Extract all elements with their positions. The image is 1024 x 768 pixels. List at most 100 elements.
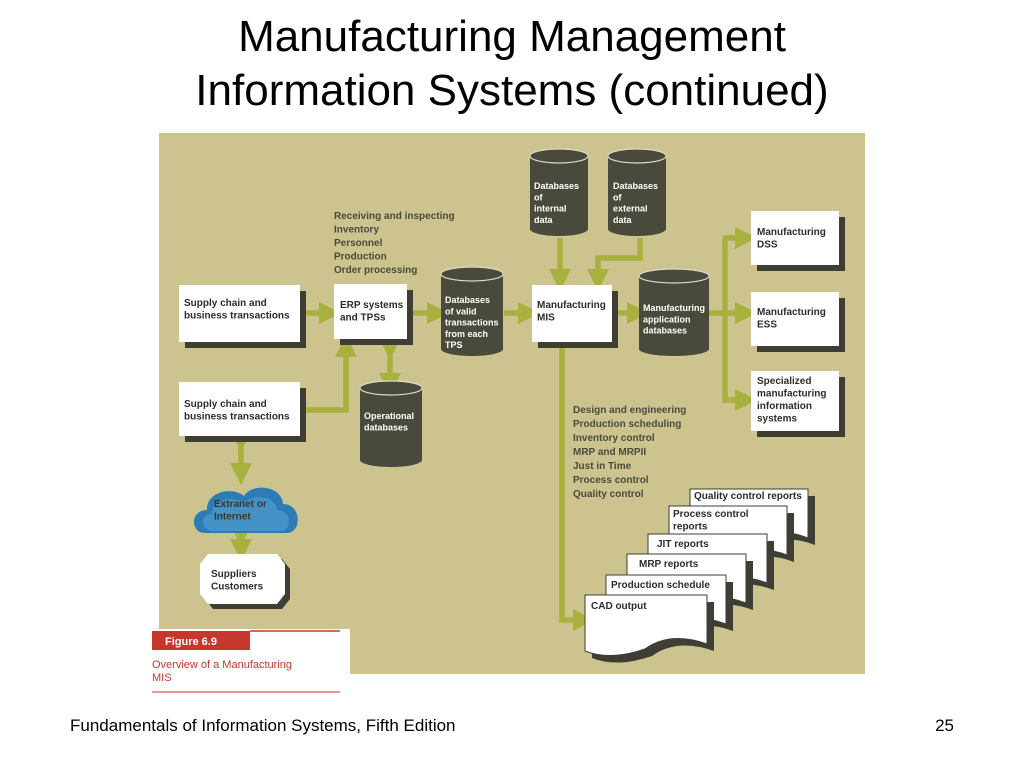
db-internal-data-label-line: Databases — [534, 181, 579, 191]
db-valid-transactions-label-line: of valid — [445, 306, 477, 316]
db-external-data-label-line: external — [613, 204, 648, 214]
cloud-label-line: Extranet or — [214, 499, 267, 510]
box-erp-systems-label-line: and TPSs — [340, 313, 386, 324]
box-supply-chain-1-label: Supply chain and business transactions — [184, 298, 290, 322]
mis-functions-list-line: Quality control — [573, 489, 644, 500]
box-supply-chain-1: Supply chain and business transactions — [179, 285, 306, 348]
flow-arrows — [230, 227, 757, 631]
box-erp-systems-label-line: ERP systems — [340, 300, 404, 311]
box-supply-chain-1-label-line: Supply chain and — [184, 298, 267, 309]
box-erp-systems: ERP systems and TPSs — [334, 284, 413, 345]
mis-functions-list-line: Design and engineering — [573, 405, 686, 416]
db-application-label-line: Manufacturing — [643, 303, 705, 313]
db-internal-data-label-line: data — [534, 215, 554, 225]
erp-inputs-list-line: Production — [334, 252, 387, 263]
db-operational-label-line: Operational — [364, 411, 414, 421]
db-application-label-line: application — [643, 314, 691, 324]
suppliers-customers-label-line: Suppliers — [211, 569, 257, 580]
mis-functions-list-line: Production scheduling — [573, 419, 681, 430]
figure-caption-line: MIS — [152, 672, 172, 684]
box-manufacturing-mis-label-line: Manufacturing — [537, 300, 606, 311]
box-manufacturing-dss-label-line: Manufacturing — [757, 227, 826, 238]
box-manufacturing-ess-label-line: ESS — [757, 320, 777, 331]
arrow-mis-to-reports — [559, 345, 595, 631]
box-manufacturing-mis-label-line: MIS — [537, 313, 555, 324]
db-valid-transactions-label-line: Databases — [445, 295, 490, 305]
box-manufacturing-dss-label-line: DSS — [757, 240, 778, 251]
box-erp-systems-label: ERP systems and TPSs — [340, 300, 404, 324]
footer-page-number: 25 — [935, 716, 954, 735]
box-supply-chain-2-label-line: business transactions — [184, 412, 290, 423]
db-valid-transactions-label-line: from each — [445, 329, 488, 339]
cloud-label: Extranet or Internet — [214, 499, 267, 523]
erp-inputs-list-line: Inventory — [334, 225, 379, 236]
db-external-data-label-line: of — [613, 192, 622, 202]
box-supply-chain-2-label-line: Supply chain and — [184, 399, 267, 410]
report-stack: Quality control reports Process control r… — [584, 488, 815, 663]
arrow-supply2-to-erp — [304, 335, 357, 413]
report-quality-control-label: Quality control reports — [694, 491, 802, 502]
report-production-schedule-label-line: Production schedule — [611, 580, 710, 591]
report-process-control-label-line: Process control — [673, 509, 749, 520]
title-line-1: Manufacturing Management — [238, 12, 786, 61]
db-external-data-label-line: data — [613, 215, 633, 225]
report-cad-output: CAD output — [584, 594, 714, 663]
report-quality-control-label-line: Quality control reports — [694, 491, 802, 502]
slide-title: Manufacturing Management Information Sys… — [0, 10, 1024, 118]
report-process-control-label-line: reports — [673, 522, 708, 533]
box-supply-chain-2: Supply chain and business transactions — [179, 382, 306, 442]
box-specialized-systems-label-line: systems — [757, 414, 797, 425]
report-jit-label-line: JIT reports — [657, 539, 709, 550]
report-cad-output-label-line: CAD output — [591, 601, 647, 612]
box-specialized-systems-label-line: Specialized — [757, 376, 811, 387]
erp-inputs-list-line: Receiving and inspecting — [334, 211, 455, 222]
report-mrp-label: MRP reports — [639, 559, 699, 570]
figure-caption-line: Overview of a Manufacturing — [152, 659, 292, 671]
report-jit-label: JIT reports — [657, 539, 709, 550]
box-manufacturing-ess-label-line: Manufacturing — [757, 307, 826, 318]
db-valid-transactions-label-line: TPS — [445, 340, 463, 350]
db-internal-data-label-line: internal — [534, 204, 567, 214]
box-supply-chain-1-label-line: business transactions — [184, 311, 290, 322]
erp-inputs-list-line: Personnel — [334, 238, 383, 249]
box-supply-chain-2-label: Supply chain and business transactions — [184, 399, 290, 423]
db-internal-data-label-line: of — [534, 192, 543, 202]
mis-functions-list-line: Just in Time — [573, 461, 632, 472]
report-cad-output-label: CAD output — [591, 601, 647, 612]
db-application-label-line: databases — [643, 326, 687, 336]
figure-number: Figure 6.9 — [165, 636, 217, 648]
mis-functions-list-line: MRP and MRPII — [573, 447, 646, 458]
arrow-external-db-to-mis — [587, 238, 643, 291]
report-mrp-label-line: MRP reports — [639, 559, 699, 570]
box-specialized-systems-label-line: information — [757, 401, 812, 412]
suppliers-customers-label-line: Customers — [211, 582, 264, 593]
db-operational-label-line: databases — [364, 422, 408, 432]
footer-book-title: Fundamentals of Information Systems, Fif… — [70, 716, 456, 735]
arrow-to-specialized — [722, 313, 757, 411]
box-specialized-systems-label-line: manufacturing — [757, 389, 826, 400]
db-valid-transactions-label-line: transactions — [445, 318, 499, 328]
report-process-control-label: Process control reports — [673, 509, 749, 533]
cloud-label-line: Internet — [214, 512, 251, 523]
